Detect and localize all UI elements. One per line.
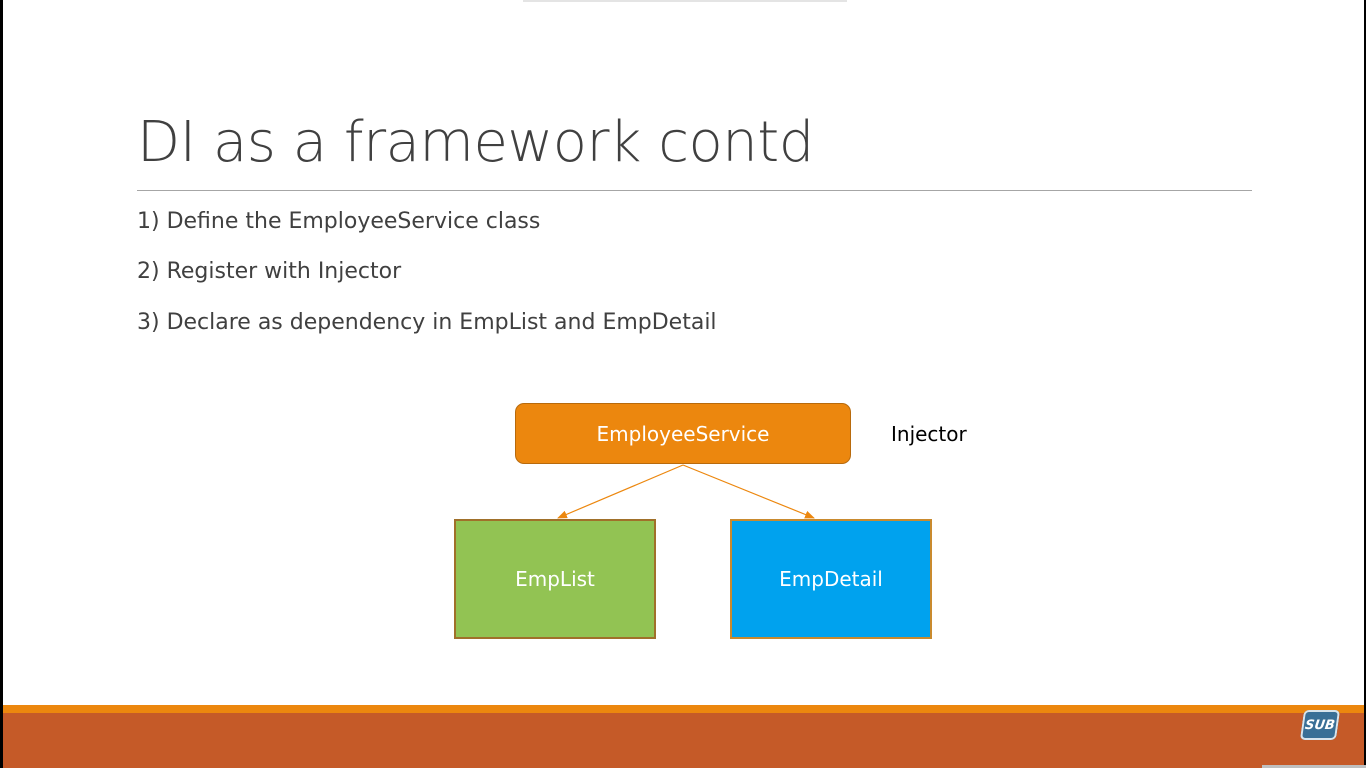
bullet-3: 3) Declare as dependency in EmpList and … <box>137 310 717 335</box>
slide-title: DI as a framework contd <box>137 110 814 175</box>
arrow-to-empdetail <box>682 464 815 519</box>
bullet-1: 1) Define the EmployeeService class <box>137 209 541 234</box>
arrow-to-emplist <box>557 464 684 519</box>
title-divider <box>137 190 1252 191</box>
slide: DI as a framework contd 1) Define the Em… <box>3 0 1364 768</box>
empdetail-box: EmpDetail <box>730 519 932 639</box>
bullet-2: 2) Register with Injector <box>137 259 402 284</box>
footer-accent-stripe <box>3 705 1364 713</box>
employee-service-label: EmployeeService <box>596 421 770 446</box>
emplist-label: EmpList <box>515 567 595 591</box>
bottom-strip <box>1262 765 1366 768</box>
top-strip <box>523 0 847 2</box>
injector-label: Injector <box>891 422 967 446</box>
subscribe-badge-icon[interactable]: SUB <box>1299 710 1341 740</box>
employee-service-box: EmployeeService <box>515 403 851 464</box>
empdetail-label: EmpDetail <box>779 567 883 591</box>
emplist-box: EmpList <box>454 519 656 639</box>
subscribe-badge-label: SUB <box>1304 717 1336 733</box>
footer-band <box>3 705 1364 768</box>
